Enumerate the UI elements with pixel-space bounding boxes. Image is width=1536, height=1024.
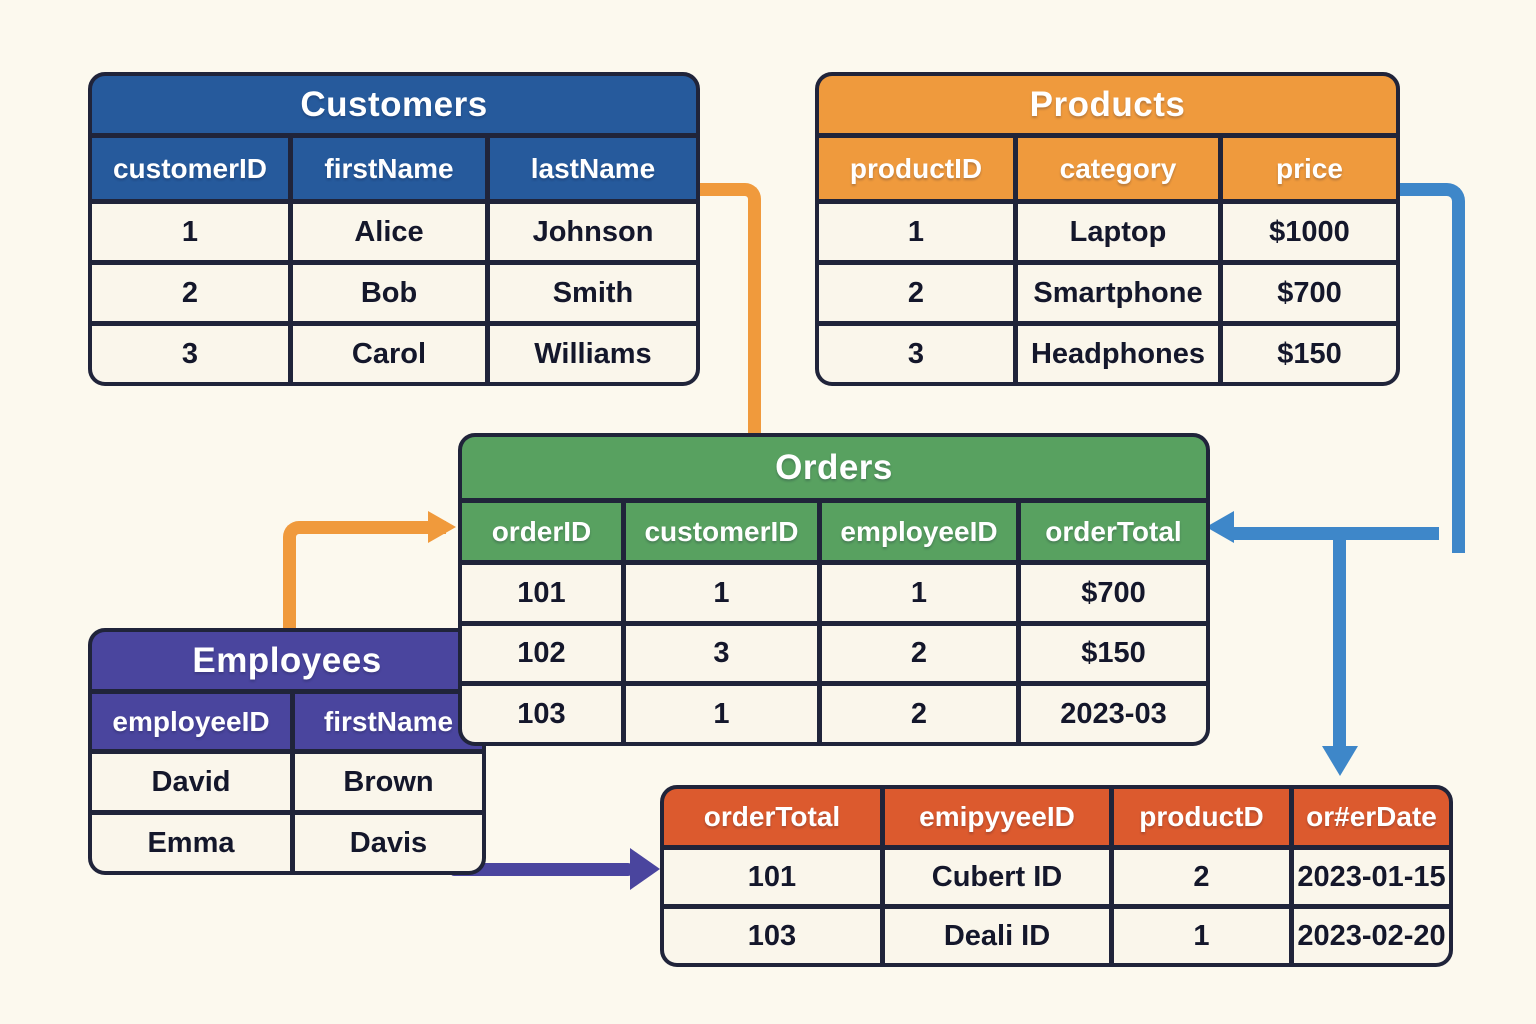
products-to-details-connector bbox=[1333, 538, 1346, 748]
employees-table: Employees employeeID firstName David Bro… bbox=[88, 628, 486, 875]
column-header: productID bbox=[819, 138, 1013, 199]
table-cell: 102 bbox=[462, 626, 621, 681]
column-header: firstName bbox=[295, 694, 482, 749]
table-cell: 101 bbox=[664, 850, 880, 904]
order-details-table: orderTotal emipyyeeID productD or#erDate… bbox=[660, 785, 1453, 967]
table-title: Orders bbox=[462, 437, 1206, 498]
table-cell: 101 bbox=[462, 565, 621, 621]
table-cell: 1 bbox=[626, 686, 817, 742]
table-cell: David bbox=[92, 754, 290, 810]
table-title: Employees bbox=[92, 632, 482, 689]
table-cell: 103 bbox=[664, 909, 880, 963]
arrow-right-icon bbox=[630, 848, 660, 890]
table-cell: $700 bbox=[1021, 565, 1206, 621]
table-cell: 1 bbox=[1114, 909, 1289, 963]
column-header: price bbox=[1223, 138, 1396, 199]
column-header: customerID bbox=[92, 138, 288, 199]
arrow-right-icon bbox=[428, 511, 456, 543]
column-header: customerID bbox=[626, 503, 817, 560]
customers-to-orders-connector bbox=[692, 183, 761, 446]
table-cell: Cubert ID bbox=[885, 850, 1109, 904]
customers-table: Customers customerID firstName lastName … bbox=[88, 72, 700, 386]
table-cell: 2 bbox=[92, 265, 288, 321]
column-header: category bbox=[1018, 138, 1218, 199]
table-cell: 2 bbox=[819, 265, 1013, 321]
employees-to-details-connector bbox=[450, 863, 632, 876]
table-cell: Headphones bbox=[1018, 326, 1218, 382]
table-cell: 3 bbox=[626, 626, 817, 681]
table-title: Products bbox=[819, 76, 1396, 133]
table-cell: 1 bbox=[626, 565, 817, 621]
column-header: or#erDate bbox=[1294, 789, 1449, 845]
column-header: orderTotal bbox=[1021, 503, 1206, 560]
table-cell: 1 bbox=[819, 204, 1013, 260]
table-title: Customers bbox=[92, 76, 696, 133]
table-cell: $700 bbox=[1223, 265, 1396, 321]
table-cell: Bob bbox=[293, 265, 485, 321]
column-header: productD bbox=[1114, 789, 1289, 845]
table-cell: Alice bbox=[293, 204, 485, 260]
table-cell: 2023-01-15 bbox=[1294, 850, 1449, 904]
table-cell: 2 bbox=[1114, 850, 1289, 904]
table-cell: $1000 bbox=[1223, 204, 1396, 260]
table-cell: Smartphone bbox=[1018, 265, 1218, 321]
arrow-down-icon bbox=[1322, 746, 1358, 776]
table-cell: 1 bbox=[822, 565, 1016, 621]
table-cell: Deali ID bbox=[885, 909, 1109, 963]
column-header: lastName bbox=[490, 138, 696, 199]
table-cell: Laptop bbox=[1018, 204, 1218, 260]
table-cell: 103 bbox=[462, 686, 621, 742]
table-cell: 2 bbox=[822, 686, 1016, 742]
table-cell: Emma bbox=[92, 815, 290, 871]
table-cell: $150 bbox=[1021, 626, 1206, 681]
column-header: firstName bbox=[293, 138, 485, 199]
products-to-orders-connector-segment bbox=[1233, 527, 1439, 540]
column-header: orderTotal bbox=[664, 789, 880, 845]
table-cell: Carol bbox=[293, 326, 485, 382]
table-cell: Johnson bbox=[490, 204, 696, 260]
table-cell: 2023-02-20 bbox=[1294, 909, 1449, 963]
table-cell: Davis bbox=[295, 815, 482, 871]
column-header: employeeID bbox=[822, 503, 1016, 560]
table-cell: 3 bbox=[819, 326, 1013, 382]
table-cell: 2 bbox=[822, 626, 1016, 681]
column-header: orderID bbox=[462, 503, 621, 560]
column-header: employeeID bbox=[92, 694, 290, 749]
table-cell: Williams bbox=[490, 326, 696, 382]
arrow-left-icon bbox=[1206, 511, 1234, 543]
column-header: emipyyeeID bbox=[885, 789, 1109, 845]
table-cell: 3 bbox=[92, 326, 288, 382]
table-cell: 1 bbox=[92, 204, 288, 260]
products-to-orders-connector bbox=[1392, 183, 1465, 553]
employees-to-orders-connector bbox=[283, 521, 446, 641]
table-cell: 2023-03 bbox=[1021, 686, 1206, 742]
table-cell: Brown bbox=[295, 754, 482, 810]
products-table: Products productID category price 1 Lapt… bbox=[815, 72, 1400, 386]
table-cell: Smith bbox=[490, 265, 696, 321]
orders-table: Orders orderID customerID employeeID ord… bbox=[458, 433, 1210, 746]
table-cell: $150 bbox=[1223, 326, 1396, 382]
